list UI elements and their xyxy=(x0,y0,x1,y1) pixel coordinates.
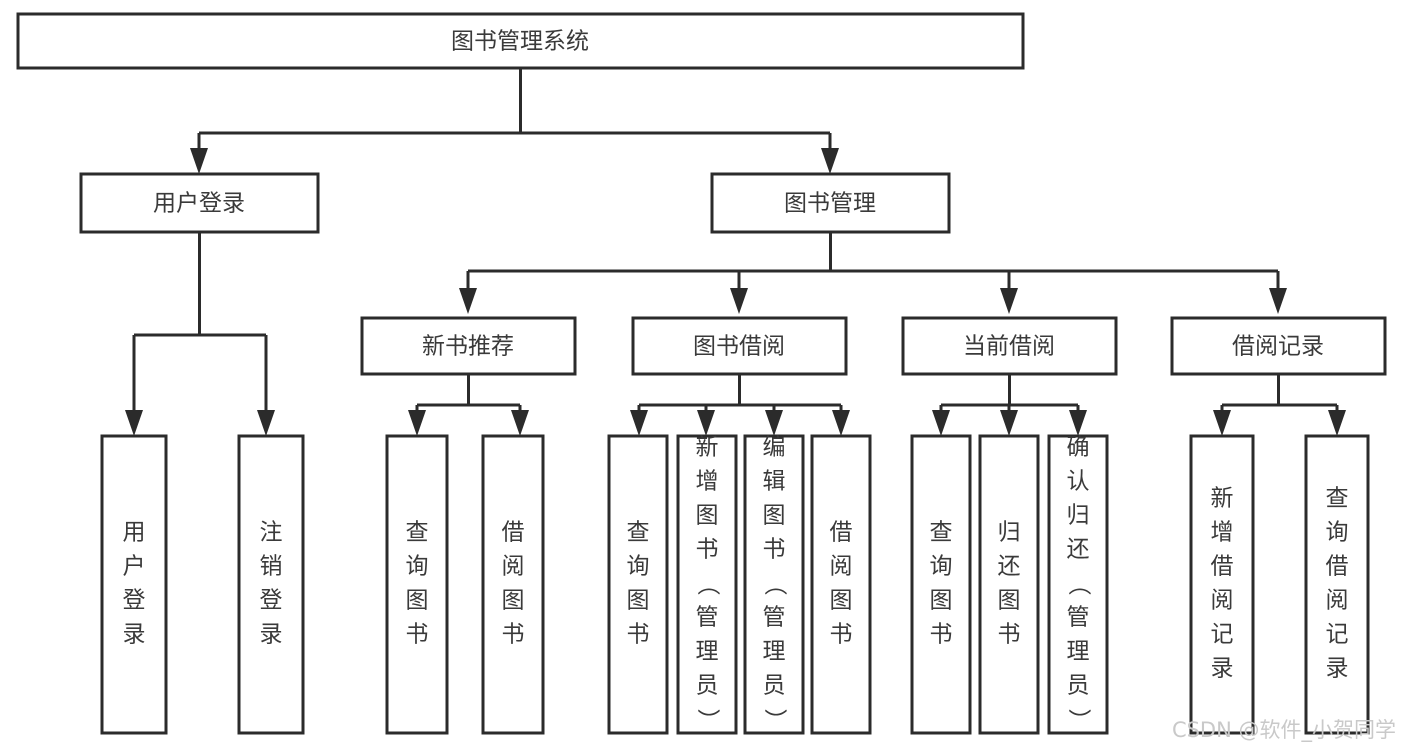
leaf-query-record-box[interactable] xyxy=(1304,434,1370,735)
arrow-icon-to-leaf-user-login xyxy=(125,410,143,436)
leaf-user-login-label: 用户登录 xyxy=(123,520,146,648)
node-user-login[interactable]: 用户登录 xyxy=(79,172,320,234)
leaf-query-book-2[interactable]: 查询图书 xyxy=(607,434,669,735)
leaf-query-book-3-label: 查询图书 xyxy=(930,520,953,648)
leaf-add-record-label: 新增借阅记录 xyxy=(1211,486,1234,682)
leaf-label-char: （ xyxy=(1066,573,1092,596)
node-new-book-rec[interactable]: 新书推荐 xyxy=(360,316,577,376)
node-user-login-box[interactable] xyxy=(79,172,320,234)
leaf-confirm-return-label: 确认归还管理员 xyxy=(1067,435,1090,699)
node-current-borrow-label: 当前借阅 xyxy=(963,334,1055,360)
arrow-icon-to-leaf-borrow-book-1 xyxy=(511,410,529,436)
arrow-icon-to-leaf-logout-login xyxy=(257,410,275,436)
arrow-icon-to-leaf-borrow-book-2 xyxy=(832,410,850,436)
arrow-icon-to-leaf-query-book-2 xyxy=(630,410,648,436)
leaf-label-char: （ xyxy=(762,573,788,596)
leaf-label-char: ） xyxy=(1066,709,1092,732)
node-user-login-label: 用户登录 xyxy=(153,191,245,217)
leaf-query-book-3[interactable]: 查询图书 xyxy=(910,434,972,735)
leaf-add-record-box[interactable] xyxy=(1189,434,1255,735)
node-current-borrow-box[interactable] xyxy=(901,316,1118,376)
leaf-logout-login-box[interactable] xyxy=(237,434,305,735)
arrow-icon-to-new-book-rec xyxy=(459,288,477,314)
leaf-return-book-box[interactable] xyxy=(978,434,1040,735)
node-new-book-rec-label: 新书推荐 xyxy=(422,334,514,360)
leaf-borrow-book-1-box[interactable] xyxy=(481,434,545,735)
leaf-query-book-3-box[interactable] xyxy=(910,434,972,735)
arrow-icon-to-leaf-add-book xyxy=(697,410,715,436)
leaf-edit-book[interactable]: 编辑图书管理员 （ ） xyxy=(743,434,805,735)
leaf-borrow-book-2[interactable]: 借阅图书 xyxy=(810,434,872,735)
leaf-add-record[interactable]: 新增借阅记录 xyxy=(1189,434,1255,735)
leaf-user-login-box[interactable] xyxy=(100,434,168,735)
leaf-label-char: ） xyxy=(695,709,721,732)
node-root-box[interactable] xyxy=(16,12,1025,70)
leaf-edit-book-box[interactable] xyxy=(743,434,805,735)
arrow-icon-to-user-login xyxy=(190,148,208,174)
node-borrow-record-label: 借阅记录 xyxy=(1232,334,1324,360)
leaf-borrow-book-2-box[interactable] xyxy=(810,434,872,735)
leaf-borrow-book-1-label: 借阅图书 xyxy=(502,520,525,648)
leaf-query-book-1-label: 查询图书 xyxy=(406,520,429,648)
leaf-query-book-2-label: 查询图书 xyxy=(627,520,650,648)
leaf-query-book-2-box[interactable] xyxy=(607,434,669,735)
node-book-borrow-box[interactable] xyxy=(631,316,848,376)
leaf-logout-login-label: 注销登录 xyxy=(260,520,283,648)
node-book-borrow-label: 图书借阅 xyxy=(693,334,785,360)
leaf-return-book-label: 归还图书 xyxy=(998,520,1021,648)
node-borrow-record[interactable]: 借阅记录 xyxy=(1170,316,1387,376)
leaf-query-record-label: 查询借阅记录 xyxy=(1326,486,1349,682)
arrow-icon-to-book-manage xyxy=(821,148,839,174)
leaf-confirm-return[interactable]: 确认归还管理员 （ ） xyxy=(1047,434,1109,735)
leaf-logout-login[interactable]: 注销登录 xyxy=(237,434,305,735)
arrow-icon-to-leaf-query-record xyxy=(1328,410,1346,436)
arrow-icon-to-borrow-record xyxy=(1269,288,1287,314)
leaf-label-char: ） xyxy=(762,709,788,732)
node-root-label: 图书管理系统 xyxy=(451,29,589,55)
leaf-borrow-book-1[interactable]: 借阅图书 xyxy=(481,434,545,735)
arrow-icon-to-leaf-confirm-return xyxy=(1069,410,1087,436)
arrow-icon-to-leaf-query-book-3 xyxy=(932,410,950,436)
leaf-borrow-book-2-label: 借阅图书 xyxy=(830,520,853,648)
arrow-icon-to-leaf-add-record xyxy=(1213,410,1231,436)
leaf-edit-book-label: 编辑图书管理员 xyxy=(763,435,786,699)
arrow-icon-to-book-borrow xyxy=(730,288,748,314)
node-book-manage[interactable]: 图书管理 xyxy=(710,172,951,234)
leaf-return-book[interactable]: 归还图书 xyxy=(978,434,1040,735)
arrow-icon-to-current-borrow xyxy=(1000,288,1018,314)
watermark-label: CSDN @软件_小贺同学 xyxy=(1172,718,1396,743)
arrow-icon-to-leaf-edit-book xyxy=(765,410,783,436)
node-borrow-record-box[interactable] xyxy=(1170,316,1387,376)
leaf-confirm-return-box[interactable] xyxy=(1047,434,1109,735)
leaf-user-login[interactable]: 用户登录 xyxy=(100,434,168,735)
leaf-query-book-1-box[interactable] xyxy=(385,434,449,735)
leaf-add-book-label: 新增图书管理员 xyxy=(696,435,719,699)
node-root[interactable]: 图书管理系统 xyxy=(16,12,1025,70)
node-book-manage-box[interactable] xyxy=(710,172,951,234)
node-new-book-rec-box[interactable] xyxy=(360,316,577,376)
node-book-manage-label: 图书管理 xyxy=(784,191,876,217)
leaf-query-book-1[interactable]: 查询图书 xyxy=(385,434,449,735)
leaf-add-book-box[interactable] xyxy=(676,434,738,735)
connector-layer xyxy=(125,68,1346,436)
leaf-add-book[interactable]: 新增图书管理员 （ ） xyxy=(676,434,738,735)
arrow-icon-to-leaf-return-book xyxy=(1000,410,1018,436)
arrow-icon-to-leaf-query-book-1 xyxy=(408,410,426,436)
leaf-label-char: （ xyxy=(695,573,721,596)
node-book-borrow[interactable]: 图书借阅 xyxy=(631,316,848,376)
node-current-borrow[interactable]: 当前借阅 xyxy=(901,316,1118,376)
leaf-query-record[interactable]: 查询借阅记录 xyxy=(1304,434,1370,735)
